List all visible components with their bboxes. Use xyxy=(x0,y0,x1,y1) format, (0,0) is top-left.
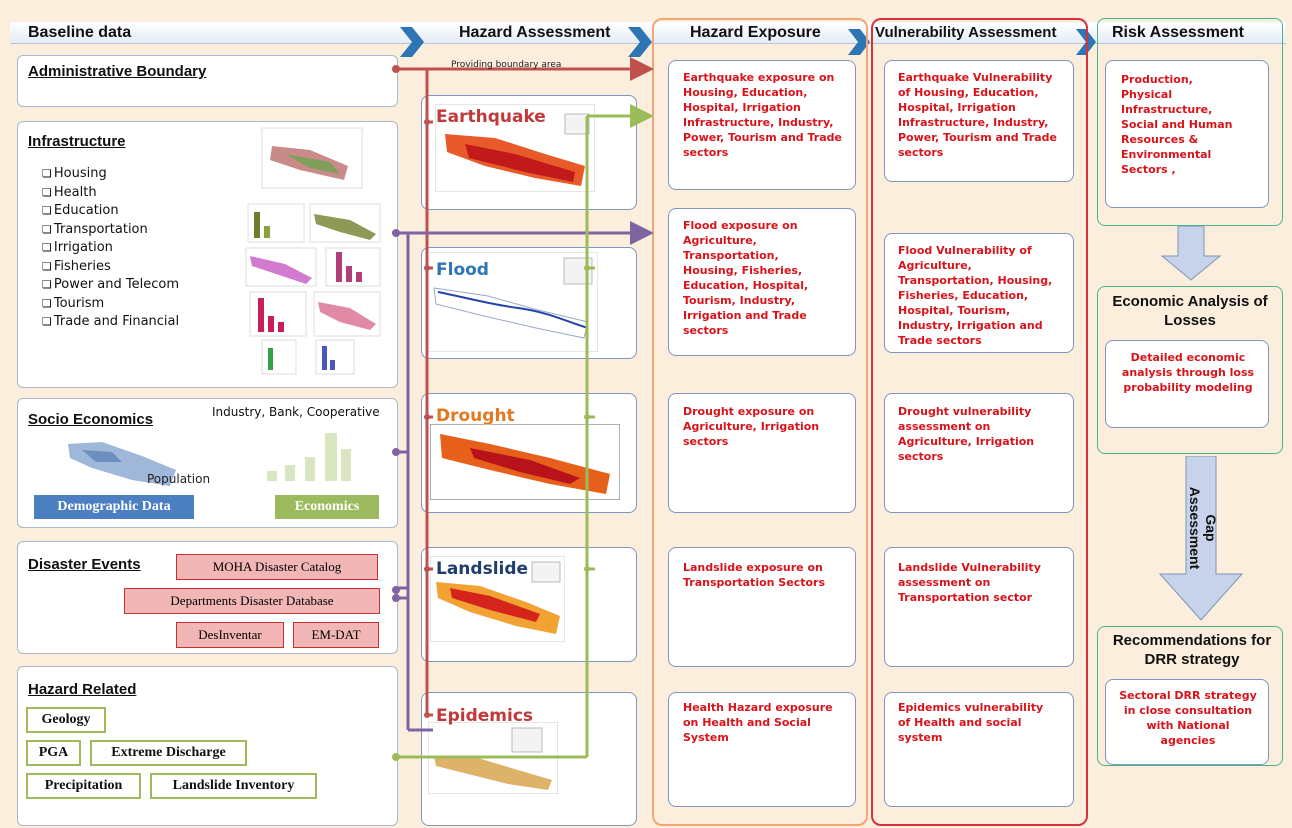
infra-item-tourism: Tourism xyxy=(42,295,179,314)
header-risk: Risk Assessment xyxy=(1112,24,1244,41)
chevron-icon xyxy=(400,27,424,57)
epidemics-exposure-box xyxy=(668,692,856,807)
providing-boundary-label: Providing boundary area xyxy=(451,60,562,70)
landslide-label: Landslide xyxy=(436,559,529,579)
landslide-exposure-text: Landslide exposure on Transportation Sec… xyxy=(683,561,825,589)
chevron-icon xyxy=(628,27,652,57)
header-hazard-exposure: Hazard Exposure xyxy=(690,24,821,41)
drought-label: Drought xyxy=(436,406,515,426)
infra-item-transportation: Transportation xyxy=(42,221,179,240)
landslide-vulnerability-box xyxy=(884,547,1074,667)
earthquake-exposure-box xyxy=(668,60,856,190)
flood-exposure-text: Flood exposure on Agriculture, Transport… xyxy=(683,219,809,337)
infra-item-trade: Trade and Financial xyxy=(42,313,179,332)
landslide-vulnerability-text: Landslide Vulnerability assessment on Tr… xyxy=(898,561,1041,604)
earthquake-exposure-text: Earthquake exposure on Housing, Educatio… xyxy=(683,71,842,159)
infra-item-fisheries: Fisheries xyxy=(42,258,179,277)
header-vulnerability: Vulnerability Assessment xyxy=(875,24,1057,41)
earthquake-label: Earthquake xyxy=(436,107,546,127)
geology-label: Geology xyxy=(26,707,106,733)
population-map xyxy=(68,442,176,486)
socio-industry-label: Industry, Bank, Cooperative xyxy=(212,405,380,419)
header-chevrons xyxy=(400,27,1096,57)
demographic-data-label: Demographic Data xyxy=(34,495,194,519)
hazard-related-title: Hazard Related xyxy=(28,681,137,698)
economics-chart xyxy=(267,433,351,481)
economics-label: Economics xyxy=(275,495,379,519)
socio-economics-title: Socio Economics xyxy=(28,411,154,428)
extreme-discharge-label: Extreme Discharge xyxy=(90,740,247,766)
precipitation-label: Precipitation xyxy=(26,773,141,799)
infra-item-education: Education xyxy=(42,202,179,221)
emdat-label: EM-DAT xyxy=(293,622,379,648)
moha-catalog-label: MOHA Disaster Catalog xyxy=(176,554,378,580)
header-hazard-assessment: Hazard Assessment xyxy=(459,24,611,41)
population-label: Population xyxy=(147,472,211,486)
recommendation-box xyxy=(1097,626,1283,766)
earthquake-map xyxy=(435,104,595,192)
landslide-inventory-label: Landslide Inventory xyxy=(150,773,317,799)
flood-label: Flood xyxy=(436,260,489,280)
desinventar-label: DesInventar xyxy=(176,622,284,648)
flood-map xyxy=(428,252,598,352)
admin-boundary-title: Administrative Boundary xyxy=(28,63,207,80)
economic-title: Economic Analysis of Losses xyxy=(1112,293,1268,329)
infra-item-power: Power and Telecom xyxy=(42,276,179,295)
infrastructure-maps xyxy=(245,127,381,375)
economic-detail-box xyxy=(1105,340,1269,428)
pga-label: PGA xyxy=(26,740,81,766)
hazard-exposure-column xyxy=(652,18,868,826)
gap-arrow-icon xyxy=(1158,456,1244,621)
recommendation-detail-box xyxy=(1105,679,1269,765)
epidemics-exposure-text: Health Hazard exposure on Health and Soc… xyxy=(683,701,833,744)
vulnerability-column xyxy=(871,18,1088,826)
earthquake-vulnerability-box xyxy=(884,60,1074,182)
flood-vulnerability-text: Flood Vulnerability of Agriculture, Tran… xyxy=(898,244,1053,347)
header-baseline: Baseline data xyxy=(28,24,132,41)
drought-vulnerability-box xyxy=(884,393,1074,513)
landslide-map xyxy=(430,556,565,642)
infrastructure-list: Housing Health Education Transportation … xyxy=(42,165,179,332)
epidemics-vulnerability-box xyxy=(884,692,1074,807)
landslide-exposure-box xyxy=(668,547,856,667)
drought-exposure-box xyxy=(668,393,856,513)
recommendation-detail-text: Sectoral DRR strategy in close consultat… xyxy=(1119,689,1257,747)
recommendation-title: Recommendations for DRR strategy xyxy=(1112,632,1272,668)
admin-boundary-box xyxy=(17,55,398,107)
flood-vulnerability-box xyxy=(884,233,1074,353)
epidemics-label: Epidemics xyxy=(436,706,534,726)
drought-exposure-text: Drought exposure on Agriculture, Irrigat… xyxy=(683,405,820,448)
drought-vulnerability-text: Drought vulnerability assessment on Agri… xyxy=(898,405,1035,463)
epidemics-vulnerability-text: Epidemics vulnerability of Health and so… xyxy=(898,701,1044,744)
infra-item-irrigation: Irrigation xyxy=(42,239,179,258)
infrastructure-title: Infrastructure xyxy=(28,133,126,150)
risk-sectors-text: Production, Physical Infrastructure, Soc… xyxy=(1121,73,1233,176)
flood-exposure-box xyxy=(668,208,856,356)
departments-database-label: Departments Disaster Database xyxy=(124,588,380,614)
economic-detail-text: Detailed economic analysis through loss … xyxy=(1121,351,1255,394)
risk-sectors-box xyxy=(1105,60,1269,208)
infra-item-housing: Housing xyxy=(42,165,179,184)
earthquake-vulnerability-text: Earthquake Vulnerability of Housing, Edu… xyxy=(898,71,1057,159)
disaster-events-title: Disaster Events xyxy=(28,556,141,573)
chevron-icon xyxy=(848,29,870,55)
economic-box xyxy=(1097,286,1283,454)
infra-item-health: Health xyxy=(42,184,179,203)
down-arrow-icon xyxy=(1160,226,1222,281)
